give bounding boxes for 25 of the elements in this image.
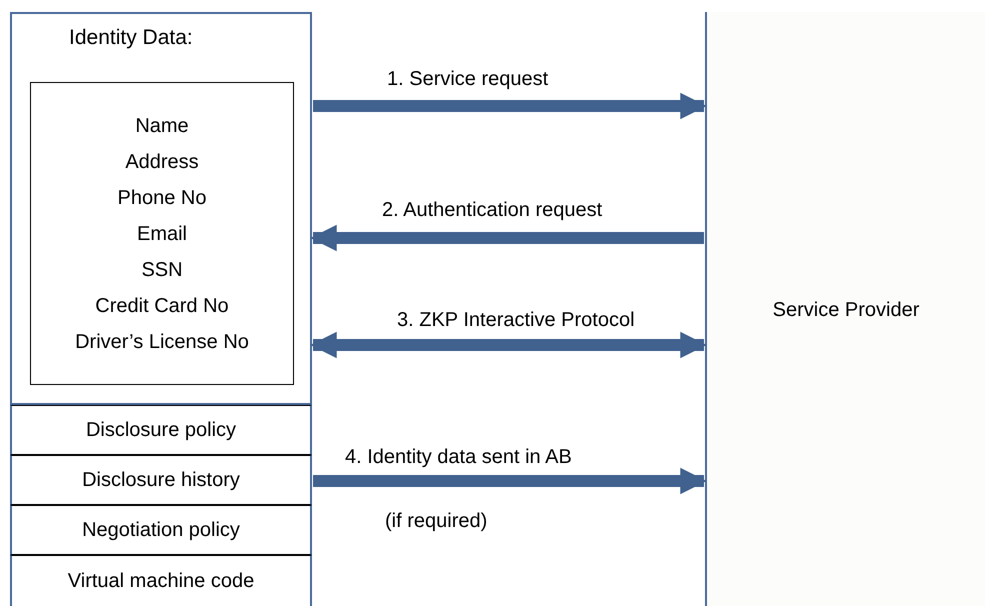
data-field-text: Phone No: [118, 186, 206, 210]
section-heading: Identity Data:: [69, 25, 193, 51]
service-provider-panel: [705, 12, 985, 606]
policy-text: Negotiation policy: [82, 518, 240, 543]
block-arrow: [313, 468, 707, 494]
policy-row: [10, 555, 312, 606]
data-field-text: Email: [136, 222, 187, 246]
policy-text: Disclosure history: [82, 468, 240, 493]
data-field-text: SSN: [141, 258, 183, 282]
data-field-text: Address: [125, 150, 199, 174]
policy-text: Disclosure policy: [86, 418, 236, 443]
policy-row: [10, 455, 312, 505]
data-field-text: Driver’s License No: [75, 330, 249, 354]
policy-row: [10, 505, 312, 555]
block-arrow: [313, 92, 707, 120]
identity-panel: [10, 12, 312, 405]
data-field-text: Credit Card No: [95, 294, 229, 318]
data-field-text: Name: [135, 114, 189, 138]
block-arrow: [310, 332, 707, 358]
note-text: (if required): [385, 509, 488, 534]
identity-data-box: [30, 82, 294, 385]
participant-label: Service Provider: [772, 298, 920, 322]
policy-text: Virtual machine code: [68, 569, 254, 594]
policy-row: [10, 405, 312, 455]
block-arrow: [310, 224, 704, 252]
